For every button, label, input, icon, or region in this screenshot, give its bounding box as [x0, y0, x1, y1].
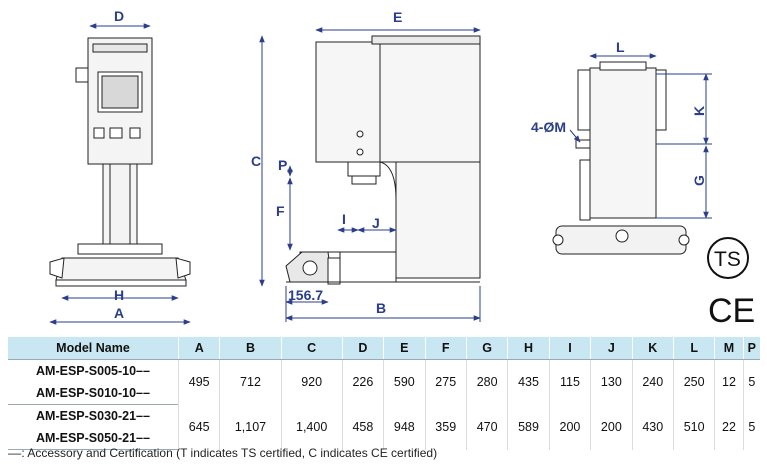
dim-p: P [278, 157, 287, 173]
col-f: F [424, 337, 467, 360]
cell-i: 115 [548, 359, 591, 405]
col-b: B [219, 337, 282, 360]
cell-d: 226 [341, 359, 384, 405]
cell-c: 920 [280, 359, 343, 405]
table-row: AM-ESP-S005-10–– 495 712 920 226 590 275… [8, 359, 760, 405]
cell-a: 495 [177, 359, 220, 405]
cell-h: 589 [507, 404, 550, 450]
side-view [285, 35, 481, 285]
cell-j: 200 [590, 404, 633, 450]
table-header-row: Model Name A B C D E F G H I J K L M P [8, 337, 760, 360]
dim-h: H [114, 287, 124, 303]
cell-b: 1,107 [219, 404, 282, 450]
dim-offset: 156.7 [288, 287, 323, 303]
cell-j: 130 [590, 359, 633, 405]
cell-b: 712 [219, 359, 282, 405]
cell-k: 430 [631, 404, 674, 450]
front-dims [49, 23, 191, 325]
dim-i: I [342, 211, 346, 227]
cell-a: 645 [177, 404, 220, 450]
cell-m: 12 [714, 359, 744, 405]
dim-e: E [393, 9, 402, 25]
dim-a: A [114, 305, 124, 321]
cell-l: 250 [672, 359, 715, 405]
front-view [49, 37, 191, 287]
col-g: G [465, 337, 508, 360]
dim-b: B [376, 300, 386, 316]
col-h: H [507, 337, 550, 360]
ts-mark-text: TS [714, 248, 741, 271]
col-e: E [383, 337, 426, 360]
model-name: AM-ESP-S010-10–– [8, 382, 179, 405]
back-view [552, 61, 690, 255]
table-row: AM-ESP-S030-21–– 645 1,107 1,400 458 948… [8, 404, 760, 450]
dim-l: L [616, 39, 625, 55]
cell-e: 948 [383, 404, 426, 450]
ts-mark: TS [707, 237, 749, 279]
cell-f: 275 [424, 359, 467, 405]
footnote: ––: Accessory and Certification (T indic… [8, 446, 438, 460]
ce-mark: CE [708, 292, 755, 330]
model-name: AM-ESP-S030-21–– [36, 409, 150, 423]
cell-e: 590 [383, 359, 426, 405]
back-dims [569, 53, 712, 219]
spec-table: Model Name A B C D E F G H I J K L M P A… [8, 337, 760, 450]
table-row: AM-ESP-S010-10–– [8, 382, 760, 405]
cell-l: 510 [672, 404, 715, 450]
cell-g: 470 [465, 404, 508, 450]
cell-h: 435 [507, 359, 550, 405]
col-model: Model Name [8, 337, 179, 360]
dim-m: 4-ØM [531, 119, 566, 135]
cell-m: 22 [714, 404, 744, 450]
col-d: D [341, 337, 384, 360]
col-p: P [742, 337, 760, 360]
cell-k: 240 [631, 359, 674, 405]
col-i: I [548, 337, 591, 360]
cell-d: 458 [341, 404, 384, 450]
dim-f: F [276, 203, 285, 219]
model-name: AM-ESP-S005-10–– [36, 364, 150, 378]
dim-j: J [372, 215, 380, 231]
dim-k: K [691, 106, 707, 116]
cell-p: 5 [742, 359, 760, 405]
table-row: AM-ESP-S050-21–– [8, 427, 760, 450]
col-l: L [672, 337, 715, 360]
col-k: K [631, 337, 674, 360]
dim-d: D [114, 8, 124, 24]
cell-i: 200 [548, 404, 591, 450]
cell-c: 1,400 [280, 404, 343, 450]
col-a: A [177, 337, 220, 360]
side-dims [259, 27, 481, 322]
cell-g: 280 [465, 359, 508, 405]
cell-f: 359 [424, 404, 467, 450]
dim-g: G [691, 175, 707, 186]
dim-c: C [251, 153, 261, 169]
technical-drawing: D H A E C P F I J 156.7 B [49, 8, 755, 330]
model-name: AM-ESP-S050-21–– [8, 427, 179, 450]
col-j: J [590, 337, 633, 360]
col-m: M [714, 337, 744, 360]
col-c: C [280, 337, 343, 360]
cell-p: 5 [742, 404, 760, 450]
